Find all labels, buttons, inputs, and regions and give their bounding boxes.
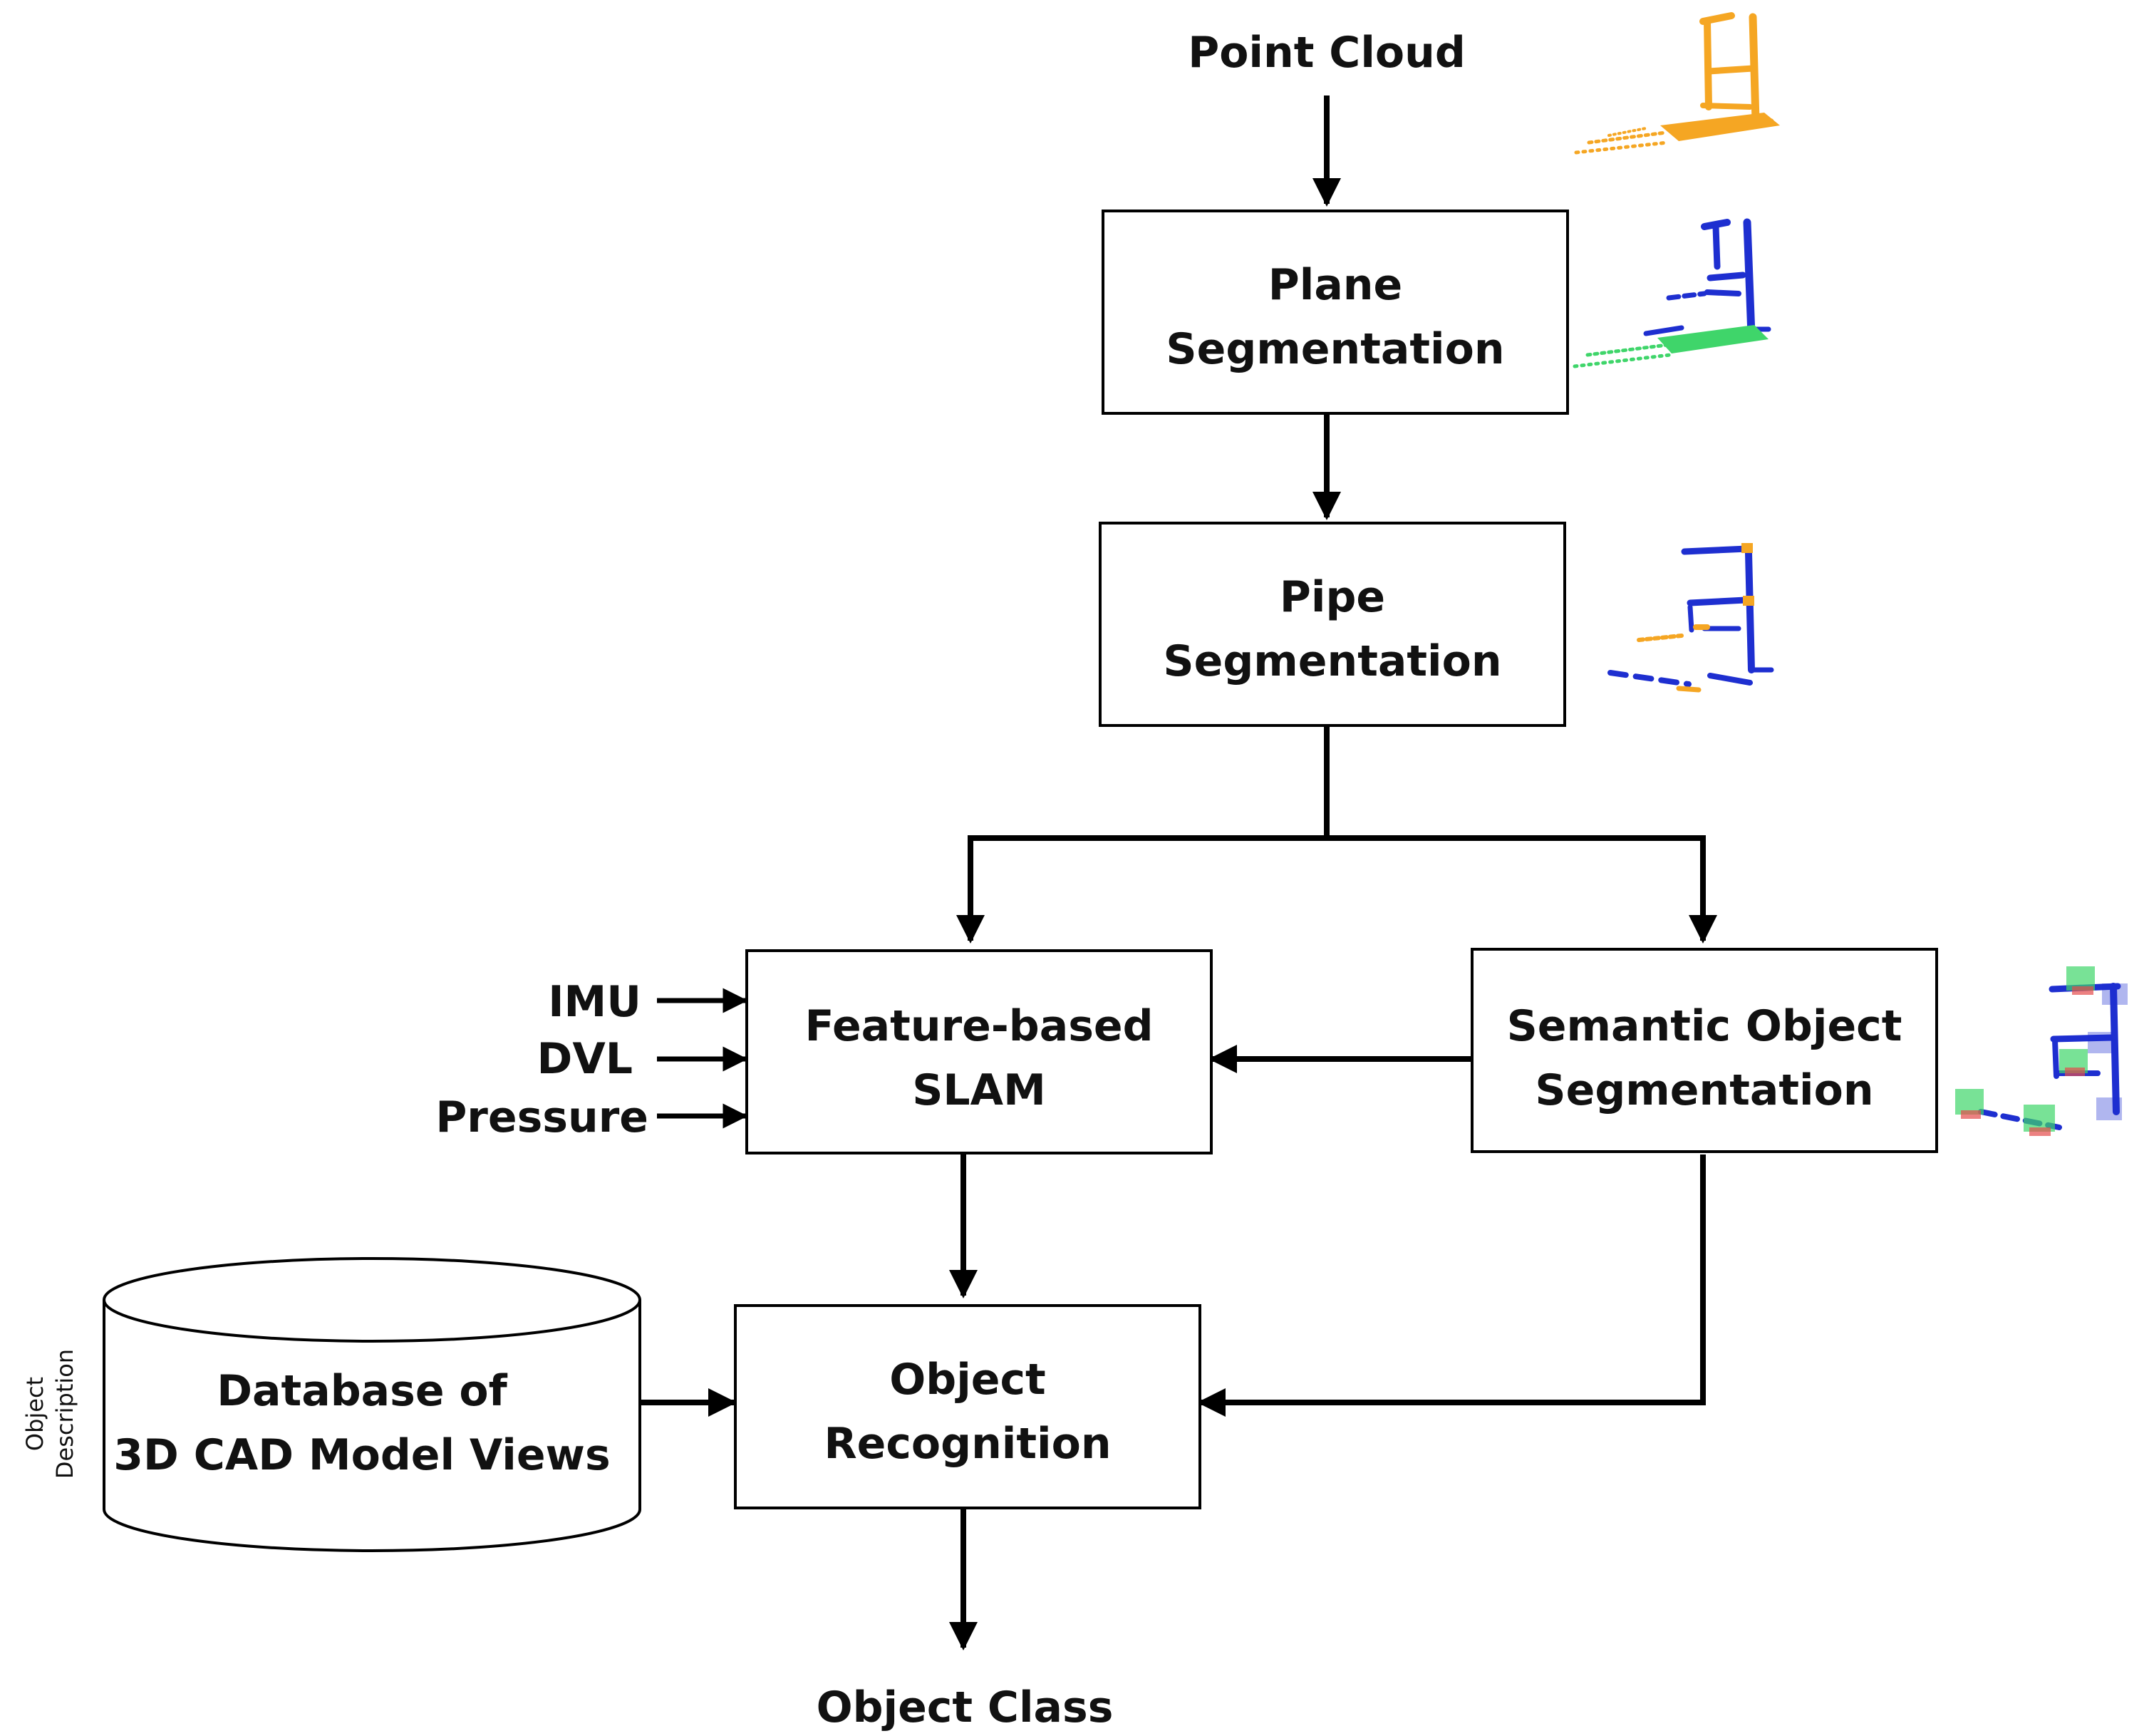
- semantic-segmentation-thumbnail: [1955, 966, 2128, 1136]
- node-plane-segmentation: Plane Segmentation: [1102, 210, 1569, 415]
- plane-segmentation-thumbnail: [1573, 218, 1771, 368]
- svg-text:Plane: Plane: [1268, 260, 1402, 310]
- edge-semantic-to-recognition: [1197, 1154, 1706, 1417]
- svg-text:SLAM: SLAM: [912, 1065, 1046, 1115]
- svg-text:Semantic Object: Semantic Object: [1507, 1001, 1902, 1051]
- sensor-label-imu: IMU: [548, 977, 641, 1027]
- edge-split-to-semantic: [1327, 835, 1717, 944]
- node-database: Database of 3D CAD Model Views: [103, 1257, 641, 1552]
- svg-text:Segmentation: Segmentation: [1166, 324, 1504, 374]
- svg-text:Segmentation: Segmentation: [1163, 636, 1501, 686]
- input-label: Point Cloud: [1188, 28, 1466, 78]
- pipe-segmentation-thumbnail: [1607, 543, 1774, 693]
- edge-split-to-slam: [956, 835, 1327, 944]
- svg-text:Recognition: Recognition: [824, 1419, 1111, 1469]
- svg-text:Segmentation: Segmentation: [1535, 1065, 1873, 1115]
- svg-text:Pipe: Pipe: [1280, 572, 1385, 622]
- side-label-object-description: Object Description: [21, 1349, 78, 1479]
- node-semantic-segmentation: Semantic Object Segmentation: [1471, 948, 1938, 1153]
- svg-text:Database of: Database of: [217, 1366, 507, 1416]
- svg-text:Object: Object: [21, 1377, 48, 1451]
- svg-text:Object: Object: [889, 1355, 1045, 1405]
- node-pipe-segmentation: Pipe Segmentation: [1099, 522, 1566, 727]
- node-feature-slam: Feature-based SLAM: [745, 949, 1213, 1154]
- output-label: Object Class: [817, 1683, 1114, 1732]
- svg-text:3D CAD Model Views: 3D CAD Model Views: [113, 1430, 610, 1480]
- sensor-label-dvl: DVL: [537, 1034, 633, 1084]
- svg-text:Description: Description: [51, 1349, 78, 1479]
- point-cloud-thumbnail: [1574, 12, 1780, 155]
- node-object-recognition: Object Recognition: [734, 1304, 1201, 1509]
- svg-text:Feature-based: Feature-based: [804, 1001, 1153, 1051]
- sensor-label-pressure: Pressure: [435, 1092, 648, 1142]
